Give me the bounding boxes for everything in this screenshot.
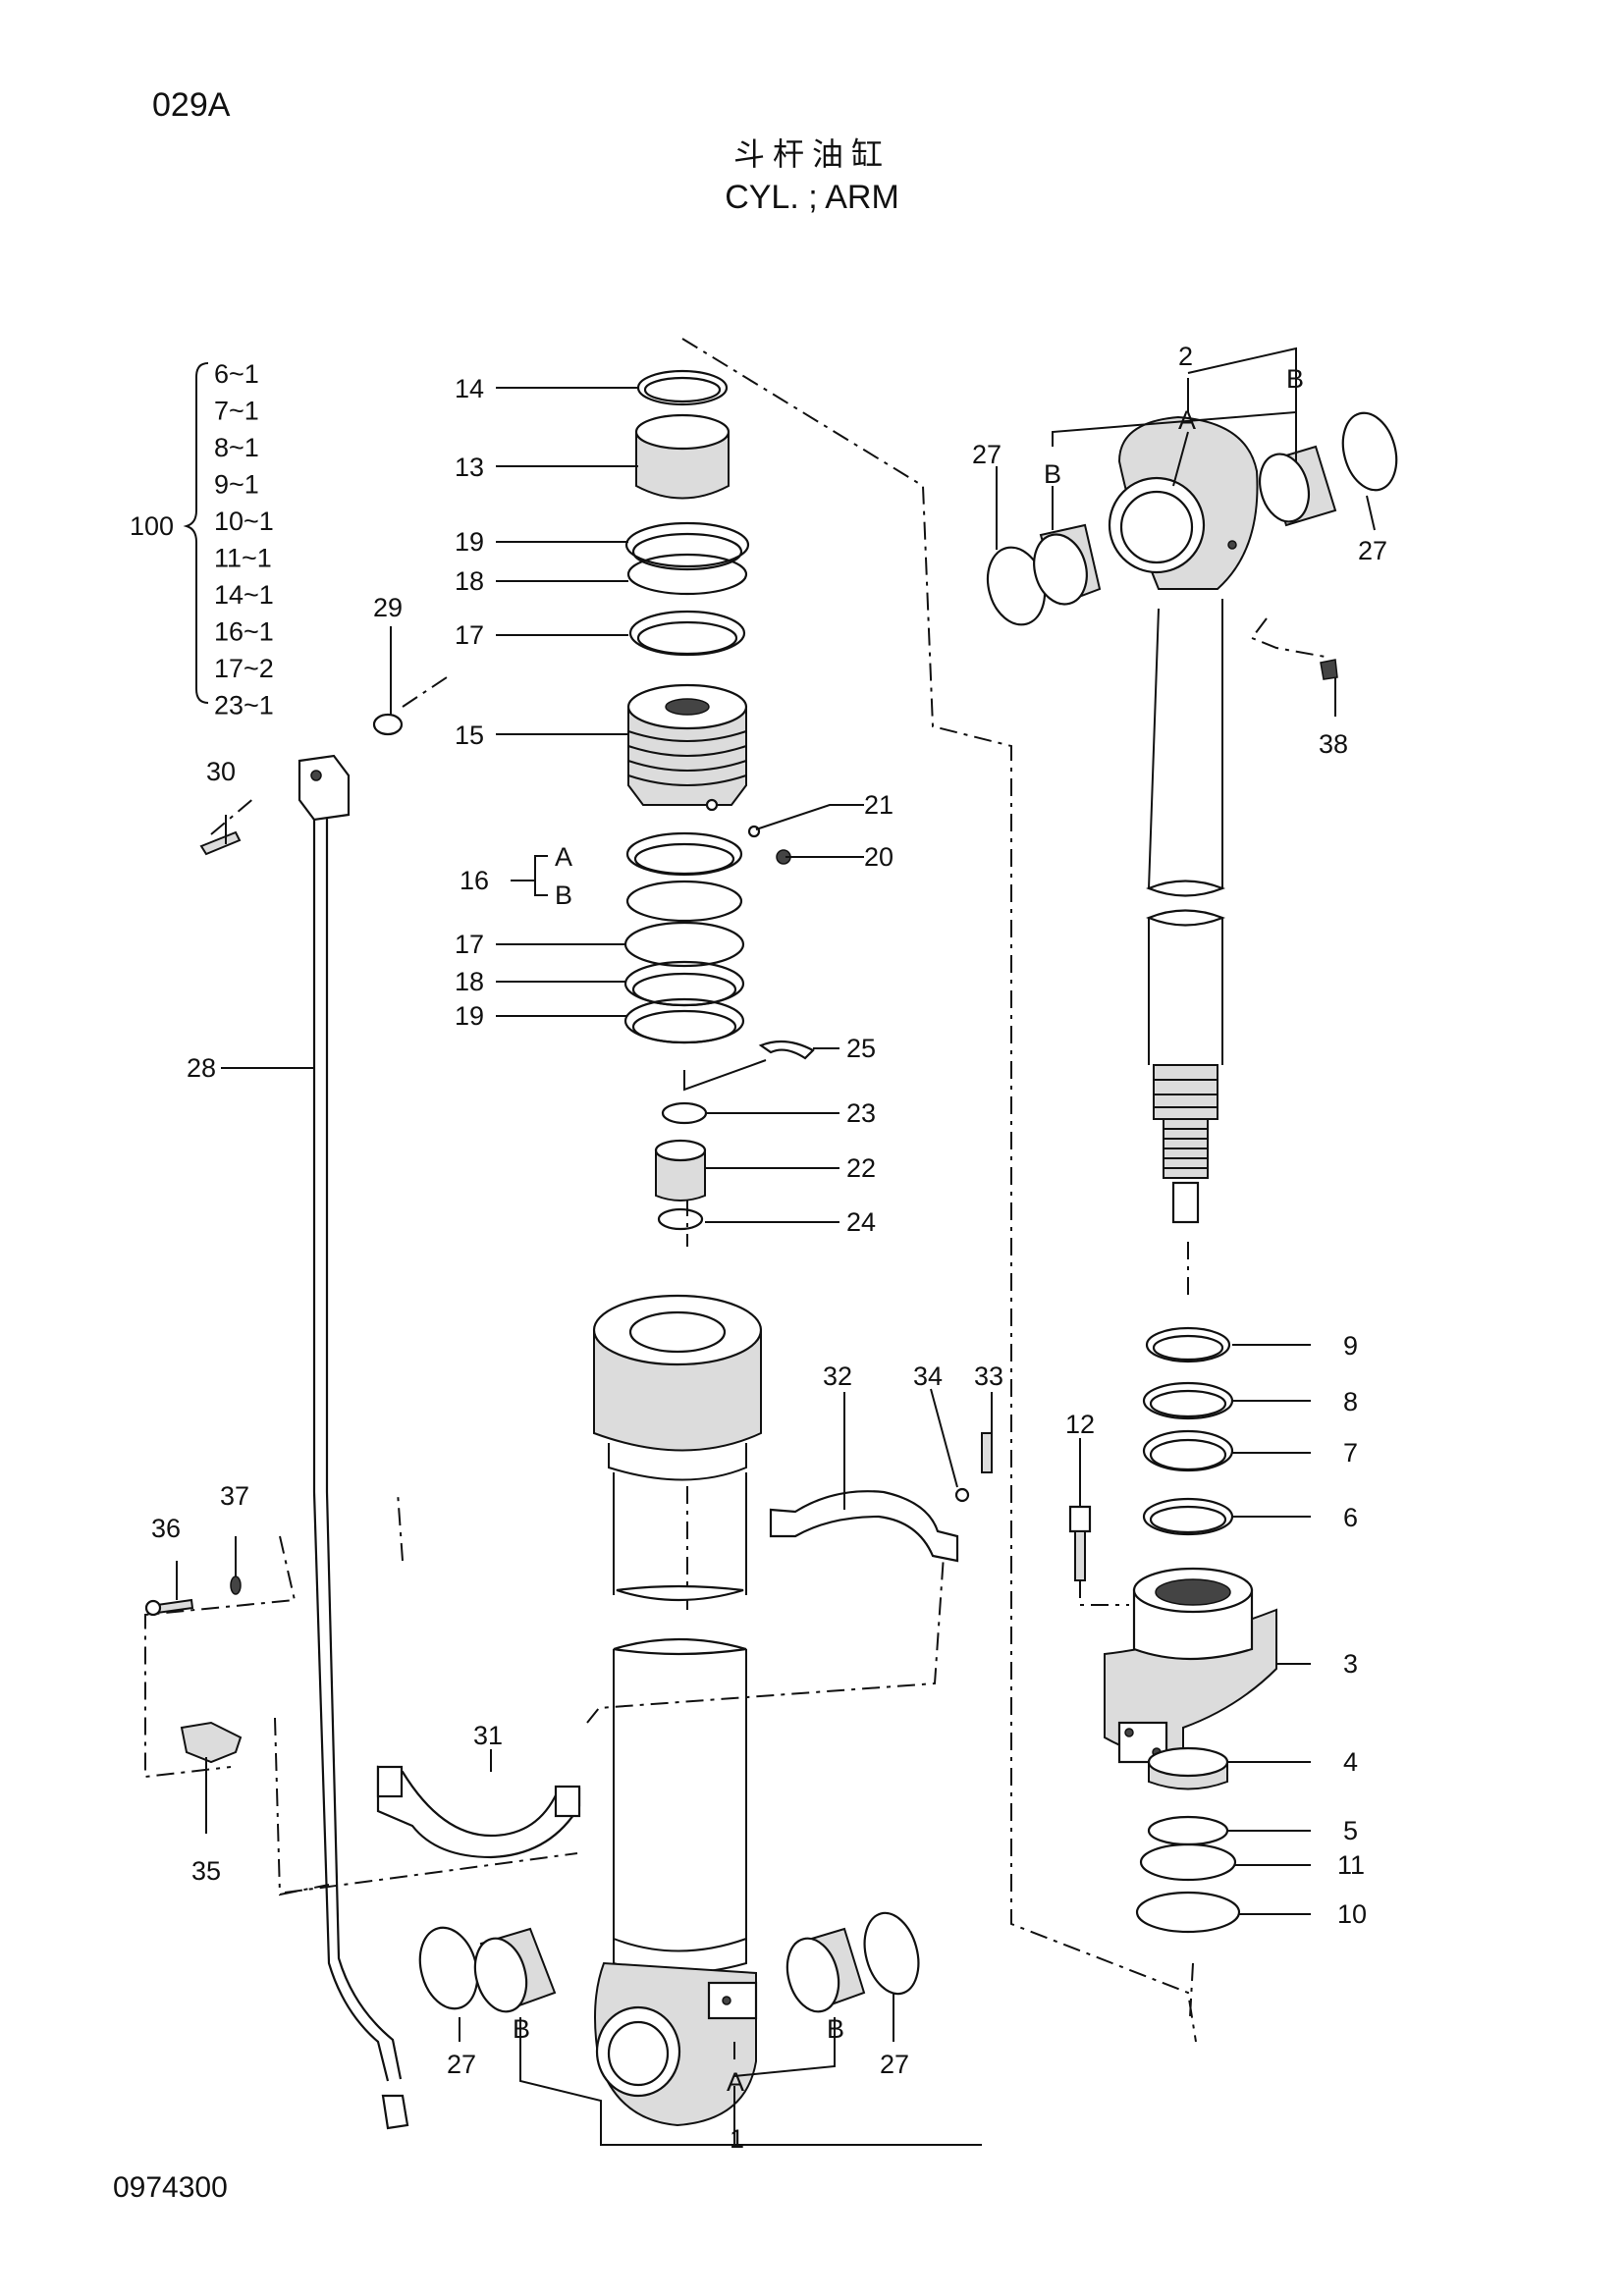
callout-9: 9	[1343, 1331, 1358, 1361]
kit-item: 17~2	[214, 654, 274, 683]
callout-2-b-left: B	[1044, 459, 1061, 489]
callout-11: 11	[1337, 1850, 1365, 1880]
callout-5: 5	[1343, 1816, 1358, 1845]
kit-label: 100	[130, 511, 174, 541]
callout-24: 24	[846, 1207, 876, 1237]
callout-33: 33	[974, 1362, 1003, 1391]
assembly-lines	[144, 338, 1331, 2043]
callout-22: 22	[846, 1153, 876, 1183]
callout-27-bottom-right: 27	[880, 2050, 909, 2079]
callout-21: 21	[864, 790, 893, 820]
callout-23: 23	[846, 1098, 876, 1128]
bushings	[418, 411, 1398, 2013]
kit-item: 7~1	[214, 397, 259, 426]
callout-29: 29	[373, 593, 403, 622]
cylinder-tube	[592, 1294, 763, 2127]
callout-31: 31	[473, 1721, 503, 1750]
callout-1: 1	[730, 2124, 744, 2154]
title-english: CYL. ; ARM	[725, 179, 899, 216]
callout-16-b: B	[555, 881, 572, 910]
callout-3: 3	[1343, 1649, 1358, 1679]
kit-item: 14~1	[214, 580, 274, 610]
rod-side-parts	[1068, 1326, 1277, 1934]
callout-1-b-left: B	[513, 2014, 530, 2044]
callout-19-lower: 19	[455, 1001, 484, 1031]
callout-28: 28	[187, 1053, 216, 1083]
callout-4: 4	[1343, 1747, 1358, 1777]
kit-item: 23~1	[214, 691, 274, 721]
hose-and-clamps	[144, 659, 1338, 2130]
callout-34: 34	[913, 1362, 943, 1391]
callout-30: 30	[206, 757, 236, 786]
callout-18-lower: 18	[455, 967, 484, 996]
callout-16: 16	[460, 866, 489, 895]
callout-13: 13	[455, 453, 484, 482]
callout-6: 6	[1343, 1503, 1358, 1532]
callout-1-b-right: B	[827, 2014, 844, 2044]
kit-item: 11~1	[214, 544, 272, 573]
callout-38: 38	[1319, 729, 1348, 759]
callout-12: 12	[1065, 1410, 1095, 1439]
callout-37: 37	[220, 1481, 249, 1511]
callout-2-a: A	[1178, 405, 1196, 435]
piston-rod	[1108, 415, 1259, 1224]
callout-36: 36	[151, 1514, 181, 1543]
callout-8: 8	[1343, 1387, 1358, 1416]
kit-list: 100 6~1 7~1 8~1 9~1 10~1 11~1 14~1 16~1 17~2 23~1	[130, 359, 274, 721]
kit-item: 6~1	[214, 359, 259, 389]
callout-2: 2	[1178, 342, 1193, 371]
callout-1-a: A	[727, 2067, 744, 2097]
callout-14: 14	[455, 374, 484, 403]
kit-item: 8~1	[214, 433, 259, 462]
callout-19: 19	[455, 527, 484, 557]
callout-17-lower: 17	[455, 930, 484, 959]
callout-2-b-right: B	[1286, 364, 1304, 394]
drawing-number: 0974300	[113, 2171, 228, 2204]
callout-32: 32	[823, 1362, 852, 1391]
kit-item: 10~1	[214, 507, 274, 536]
callout-17: 17	[455, 620, 484, 650]
callout-27-bottom-left: 27	[447, 2050, 476, 2079]
kit-item: 9~1	[214, 470, 259, 500]
title-chinese: 斗杆油缸	[732, 135, 891, 173]
callout-7: 7	[1343, 1438, 1358, 1468]
callout-20: 20	[864, 842, 893, 872]
callout-35: 35	[191, 1856, 221, 1886]
callout-15: 15	[455, 721, 484, 750]
callout-10: 10	[1337, 1899, 1367, 1929]
leader-lines	[176, 347, 1376, 2146]
seal-stack	[623, 369, 815, 1231]
callout-18: 18	[455, 566, 484, 596]
callout-27-top-right: 27	[1358, 536, 1387, 565]
kit-item: 16~1	[214, 617, 274, 647]
page-code: 029A	[152, 86, 231, 124]
callout-16-a: A	[555, 842, 572, 872]
callout-27-top-left: 27	[972, 440, 1001, 469]
callout-numbers: 14 13 19 18 17 15 21 20 16 A B 17 18 19 …	[151, 342, 1387, 2154]
callout-25: 25	[846, 1034, 876, 1063]
